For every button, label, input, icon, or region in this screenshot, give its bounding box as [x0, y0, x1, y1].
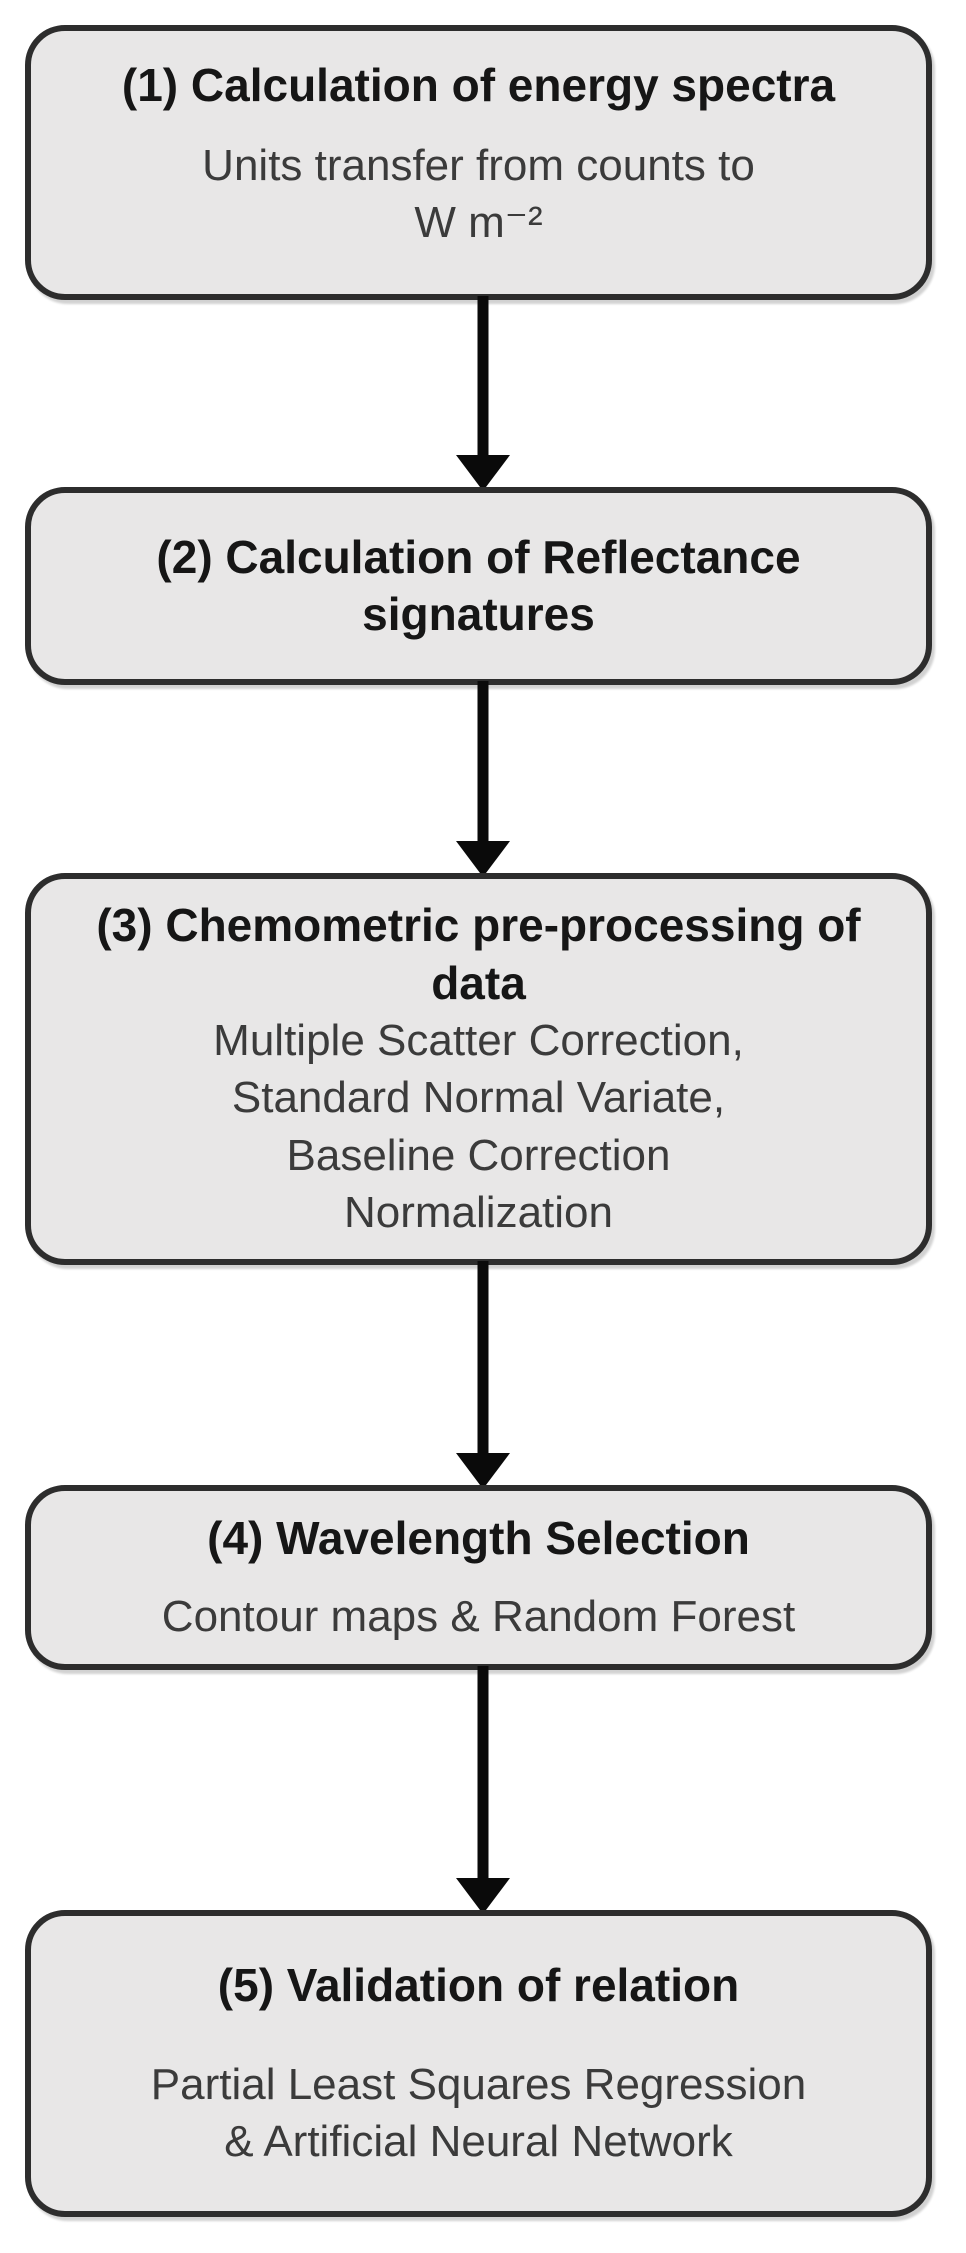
- flow-arrow-3: [452, 1261, 514, 1489]
- step-3-body-line: Standard Normal Variate,: [231, 1073, 726, 1123]
- arrow-shaft: [477, 296, 489, 461]
- step-1-body-line: W m⁻²: [414, 197, 543, 247]
- arrow-shaft: [477, 681, 489, 847]
- step-4-body: Contour maps & Random Forest: [162, 1588, 795, 1645]
- flow-arrow-2: [452, 681, 514, 877]
- step-3-body: Multiple Scatter Correction, Standard No…: [213, 1012, 744, 1241]
- step-5-title: (5) Validation of relation: [217, 1958, 740, 2011]
- step-3-body-line: Normalization: [344, 1187, 613, 1237]
- step-3-body-line: Baseline Correction: [286, 1130, 671, 1180]
- arrow-shaft: [477, 1261, 489, 1459]
- arrow-shaft: [477, 1666, 489, 1884]
- step-5-body-line: Partial Least Squares Regression: [150, 2060, 807, 2110]
- step-5-body-line: & Artificial Neural Network: [224, 2117, 733, 2167]
- arrow-down-icon: [456, 841, 510, 877]
- step-3-body-line: Multiple Scatter Correction,: [213, 1016, 744, 1066]
- flow-step-5: (5) Validation of relation Partial Least…: [25, 1910, 932, 2217]
- flow-step-1: (1) Calculation of energy spectra Units …: [25, 25, 932, 300]
- flow-step-2: (2) Calculation of Reflectance signature…: [25, 487, 932, 685]
- step-1-body: Units transfer from counts to W m⁻²: [202, 137, 755, 251]
- flow-step-3: (3) Chemometric pre-processing of data M…: [25, 873, 932, 1265]
- step-1-title: (1) Calculation of energy spectra: [121, 59, 836, 111]
- step-2-title: (2) Calculation of Reflectance signature…: [156, 530, 801, 641]
- step-3-title: (3) Chemometric pre-processing of data: [96, 899, 861, 1009]
- step-1-body-line: Units transfer from counts to: [202, 140, 755, 190]
- flow-arrow-1: [452, 296, 514, 491]
- arrow-down-icon: [456, 1878, 510, 1914]
- step-5-body: Partial Least Squares Regression & Artif…: [151, 2056, 806, 2170]
- flow-arrow-4: [452, 1666, 514, 1914]
- arrow-down-icon: [456, 1453, 510, 1489]
- flow-step-4: (4) Wavelength Selection Contour maps & …: [25, 1485, 932, 1670]
- arrow-down-icon: [456, 455, 510, 491]
- step-4-body-line: Contour maps & Random Forest: [161, 1591, 796, 1641]
- step-4-title: (4) Wavelength Selection: [207, 1512, 750, 1565]
